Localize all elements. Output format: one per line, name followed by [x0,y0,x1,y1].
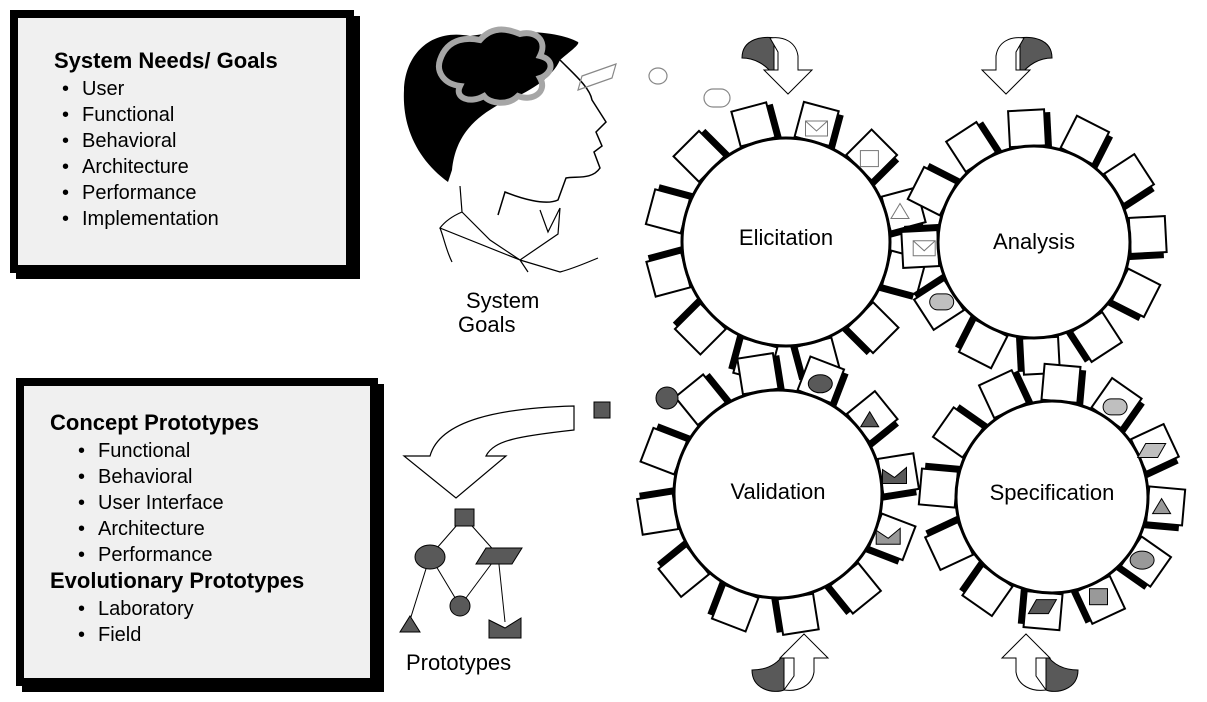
thought-rounded [703,88,731,108]
needs-title: System Needs/ Goals [54,48,278,73]
floating-square [593,401,611,419]
hair-shape [403,31,579,183]
tooth-icon [859,150,879,168]
evolutionary-item-laboratory: Laboratory [50,596,370,622]
tooth-icon [882,466,907,484]
needs-item-architecture: Architecture [54,154,346,180]
tooth-icon [1151,497,1172,515]
tooth-icon [1136,443,1167,458]
gear-label-specification: Specification [990,480,1115,505]
concept-item-performance: Performance [50,542,370,568]
gear-body [936,144,1132,340]
tooth-icon [912,240,936,257]
concept-item-architecture: Architecture [50,516,370,542]
prototype-tree [399,508,523,639]
rotation-arrow-elicitation [741,36,814,95]
prototypes-panel: Concept Prototypes Functional Behavioral… [16,378,378,686]
rotation-arrow-specification [1000,633,1079,692]
evolutionary-item-field: Field [50,622,370,648]
thought-cloud [436,26,554,106]
concept-item-behavioral: Behavioral [50,464,370,490]
tree-node-circle [449,595,471,617]
evolutionary-prototypes-list: Laboratory Field [50,596,370,648]
needs-item-implementation: Implementation [54,206,346,232]
rotation-arrow-validation [751,633,830,692]
needs-list: User Functional Behavioral Architecture … [54,76,346,232]
concept-item-user-interface: User Interface [50,490,370,516]
tooth-icon [859,410,880,428]
thought-circle [648,67,668,85]
needs-item-behavioral: Behavioral [54,128,346,154]
tooth-icon [929,293,955,311]
rotation-arrow-analysis [980,36,1053,95]
floating-circle [655,386,679,410]
tooth-icon [1129,550,1155,570]
tree-node-banner [488,617,522,639]
needs-item-performance: Performance [54,180,346,206]
concept-prototypes-title: Concept Prototypes [50,410,260,435]
gear-label-elicitation: Elicitation [739,225,833,250]
tooth-icon [1089,588,1108,606]
gear-analysis [900,108,1168,376]
needs-item-user: User [54,76,346,102]
system-needs-goals-panel: System Needs/ Goals User Functional Beha… [10,10,354,273]
gear-label-analysis: Analysis [993,229,1075,254]
tooth-icon [890,202,910,219]
neck-collar [439,185,599,273]
prototypes-label: Prototypes [406,650,511,675]
tooth-icon [805,120,828,137]
concept-prototypes-list: Functional Behavioral User Interface Arc… [50,438,370,568]
head-illustration [403,26,607,273]
concept-item-functional: Functional [50,438,370,464]
tooth-icon [1027,599,1058,615]
tooth-icon [1102,398,1128,416]
gear-body [672,388,884,600]
tooth-icon [875,527,901,545]
system-goals-label-1: System [466,288,539,313]
tree-node-parallelogram [475,547,523,565]
gear-body [680,136,892,348]
gear-validation [635,351,921,637]
tree-node-ellipse [414,544,446,570]
gear-label-validation: Validation [731,479,826,504]
curved-arrow-to-prototypes [402,405,575,499]
gear-specification [917,362,1187,632]
tree-node-square [454,508,475,527]
system-goals-label-2: Goals [458,312,515,337]
gears-group [635,100,1187,637]
gear-elicitation [644,100,928,384]
needs-item-functional: Functional [54,102,346,128]
tree-node-triangle [399,615,421,633]
thought-parallelogram [577,63,617,91]
gear-body [954,399,1150,595]
tooth-icon [807,374,833,394]
evolutionary-prototypes-title: Evolutionary Prototypes [50,568,305,593]
